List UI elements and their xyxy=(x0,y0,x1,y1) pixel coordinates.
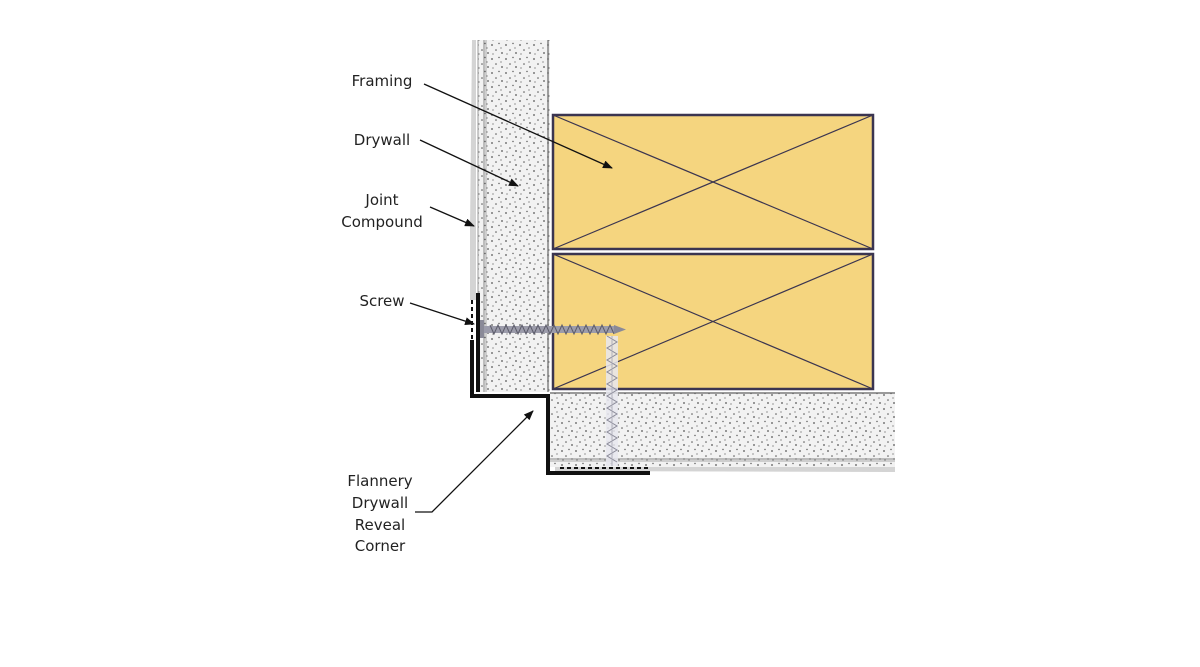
reveal-corner-label-line1: Flannery xyxy=(347,472,412,490)
joint-compound-label-line1: Joint xyxy=(364,191,398,209)
drywall-leader-arrow xyxy=(419,139,519,187)
joint-compound-leader-arrow xyxy=(429,206,475,227)
screw-label: Screw xyxy=(359,292,404,310)
drywall-label: Drywall xyxy=(354,131,410,149)
reveal-corner-label-line4: Corner xyxy=(355,537,406,555)
horizontal-drywall-panel xyxy=(550,392,895,472)
reveal-corner-bead xyxy=(470,293,650,475)
joint-compound-layer xyxy=(470,40,476,300)
reveal-corner-label-line3: Reveal xyxy=(355,516,405,534)
screw-leader-arrow xyxy=(409,302,475,325)
reveal-corner-label-line2: Drywall xyxy=(352,494,408,512)
framing-member-lower xyxy=(551,252,875,391)
framing-leader-arrow xyxy=(423,83,613,169)
framing-member-upper xyxy=(551,113,875,251)
joint-compound-label-line2: Compound xyxy=(341,213,423,231)
reveal-corner-leader-arrow xyxy=(415,410,534,513)
framing-label: Framing xyxy=(352,72,413,90)
horizontal-screw xyxy=(478,320,626,338)
vertical-screw xyxy=(606,335,618,466)
vertical-drywall-panel xyxy=(477,40,550,392)
